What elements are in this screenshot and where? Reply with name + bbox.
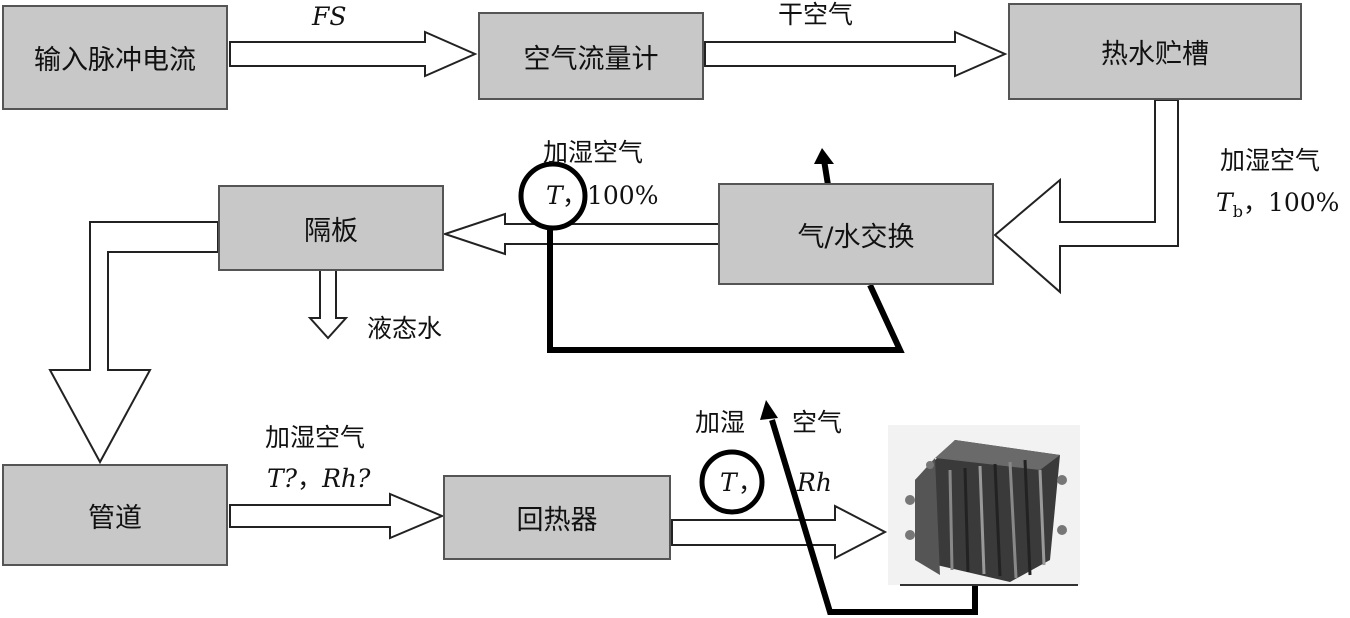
arrow-tank-to-exchange xyxy=(993,99,1179,295)
pipe-rh-value: Rh? xyxy=(322,464,371,493)
stack-temp-symbol: T xyxy=(720,468,737,497)
fuel-cell-stack-image xyxy=(888,425,1080,586)
arrow-fs xyxy=(229,30,478,78)
temp-sensor-exchange xyxy=(518,161,588,231)
humid-air-mid-title: 加湿空气 xyxy=(543,138,644,167)
arrow-dry-air xyxy=(704,30,1008,78)
control-loop-stack xyxy=(769,419,978,615)
stack-rh-symbol: Rh xyxy=(797,468,832,497)
control-loop-exchange xyxy=(547,228,905,353)
hot-water-tank-box: 热水贮槽 xyxy=(1008,3,1302,100)
fs-label: FS xyxy=(312,2,347,31)
tb-symbol: T xyxy=(1216,188,1233,217)
humid-air-right-title: 加湿空气 xyxy=(1220,146,1321,175)
recuperator-box: 回热器 xyxy=(443,475,671,560)
control-arrow-up-exchange xyxy=(821,159,831,186)
control-arrowhead-stack xyxy=(760,400,778,420)
air-flow-meter-box: 空气流量计 xyxy=(478,12,704,100)
humid-air-right-values: Tb，100% xyxy=(1216,190,1339,220)
mid-temp-symbol: T xyxy=(546,181,563,210)
pipe-box: 管道 xyxy=(2,464,228,566)
humid-air-pipe-title: 加湿空气 xyxy=(265,423,366,452)
humid-air-pipe-values: T?，Rh? xyxy=(267,466,370,491)
separator-box: 隔板 xyxy=(218,185,444,271)
control-arrowhead-exchange xyxy=(814,148,834,164)
tb-rh: ，100% xyxy=(1242,188,1340,217)
humid-air-stack-part2: 空气 xyxy=(792,408,843,437)
temp-sensor-stack xyxy=(699,449,765,515)
arrow-pipe-to-recuperator xyxy=(229,492,445,540)
arrow-liquid-water xyxy=(307,269,349,340)
gas-water-exchange-box: 气/水交换 xyxy=(718,183,994,285)
arrow-exchange-to-separator xyxy=(441,212,721,256)
arrow-recuperator-to-stack xyxy=(671,504,888,560)
pipe-t-value: T? xyxy=(267,464,298,493)
tb-subscript: b xyxy=(1232,202,1243,221)
stack-comma: ， xyxy=(738,468,764,497)
liquid-water-label: 液态水 xyxy=(367,314,443,343)
pipe-comma: ， xyxy=(297,464,323,493)
humid-air-stack-part1: 加湿 xyxy=(695,408,746,437)
input-current-box: 输入脉冲电流 xyxy=(2,5,228,110)
mid-rh-value: ，100% xyxy=(562,181,659,210)
dry-air-label: 干空气 xyxy=(778,0,854,29)
arrow-separator-to-pipe xyxy=(48,221,219,465)
